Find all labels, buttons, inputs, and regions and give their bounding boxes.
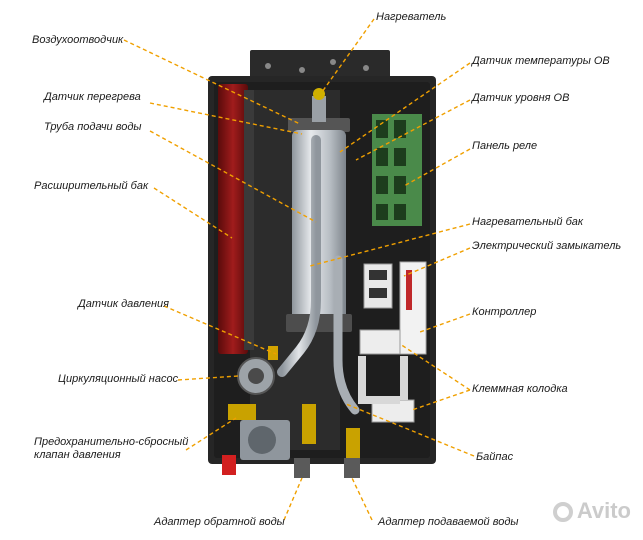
label-circulation-pump: Циркуляционный насос — [58, 373, 179, 385]
bottom-adapters — [294, 458, 360, 478]
label-supply-adapter: Адаптер подаваемой воды — [378, 516, 519, 528]
mounting-bracket — [250, 50, 390, 78]
circulation-pump — [237, 357, 275, 395]
label-controller: Контроллер — [472, 306, 537, 318]
pressure-sensor — [268, 346, 278, 360]
label-contactor: Электрический замыкатель — [472, 240, 622, 252]
safety-valve — [222, 404, 290, 475]
bypass — [302, 404, 360, 458]
leader-lines — [123, 18, 475, 521]
expansion-tank — [218, 84, 254, 354]
label-safety-valve: Предохранительно-сбросный клапан давлени… — [34, 436, 189, 461]
supply-pipe — [277, 135, 360, 415]
label-bypass: Байпас — [476, 451, 514, 463]
label-temp-sensor: Датчик температуры ОВ — [472, 55, 610, 67]
watermark-text: Avito — [576, 498, 631, 523]
label-relay-panel: Панель реле — [472, 140, 538, 152]
avito-watermark: Avito — [552, 498, 631, 524]
controller — [399, 261, 427, 355]
relay-panel — [372, 114, 422, 226]
label-terminal-block: Клеммная колодка — [472, 383, 568, 395]
label-expansion-tank: Расширительный бак — [34, 180, 149, 192]
label-pressure-sensor: Датчик давления — [78, 298, 170, 310]
label-supply-pipe: Труба подачи воды — [44, 121, 142, 133]
label-overheat-sensor: Датчик перегрева — [44, 91, 141, 103]
contactor — [363, 263, 393, 309]
label-return-adapter: Адаптер обратной воды — [154, 516, 285, 528]
label-air-vent: Воздухоотводчик — [32, 34, 124, 46]
avito-logo-icon — [552, 502, 573, 523]
terminal-block — [358, 329, 415, 423]
label-heater: Нагреватель — [376, 11, 447, 23]
label-level-sensor: Датчик уровня ОВ — [472, 92, 570, 104]
label-heating-tank: Нагревательный бак — [472, 216, 584, 228]
